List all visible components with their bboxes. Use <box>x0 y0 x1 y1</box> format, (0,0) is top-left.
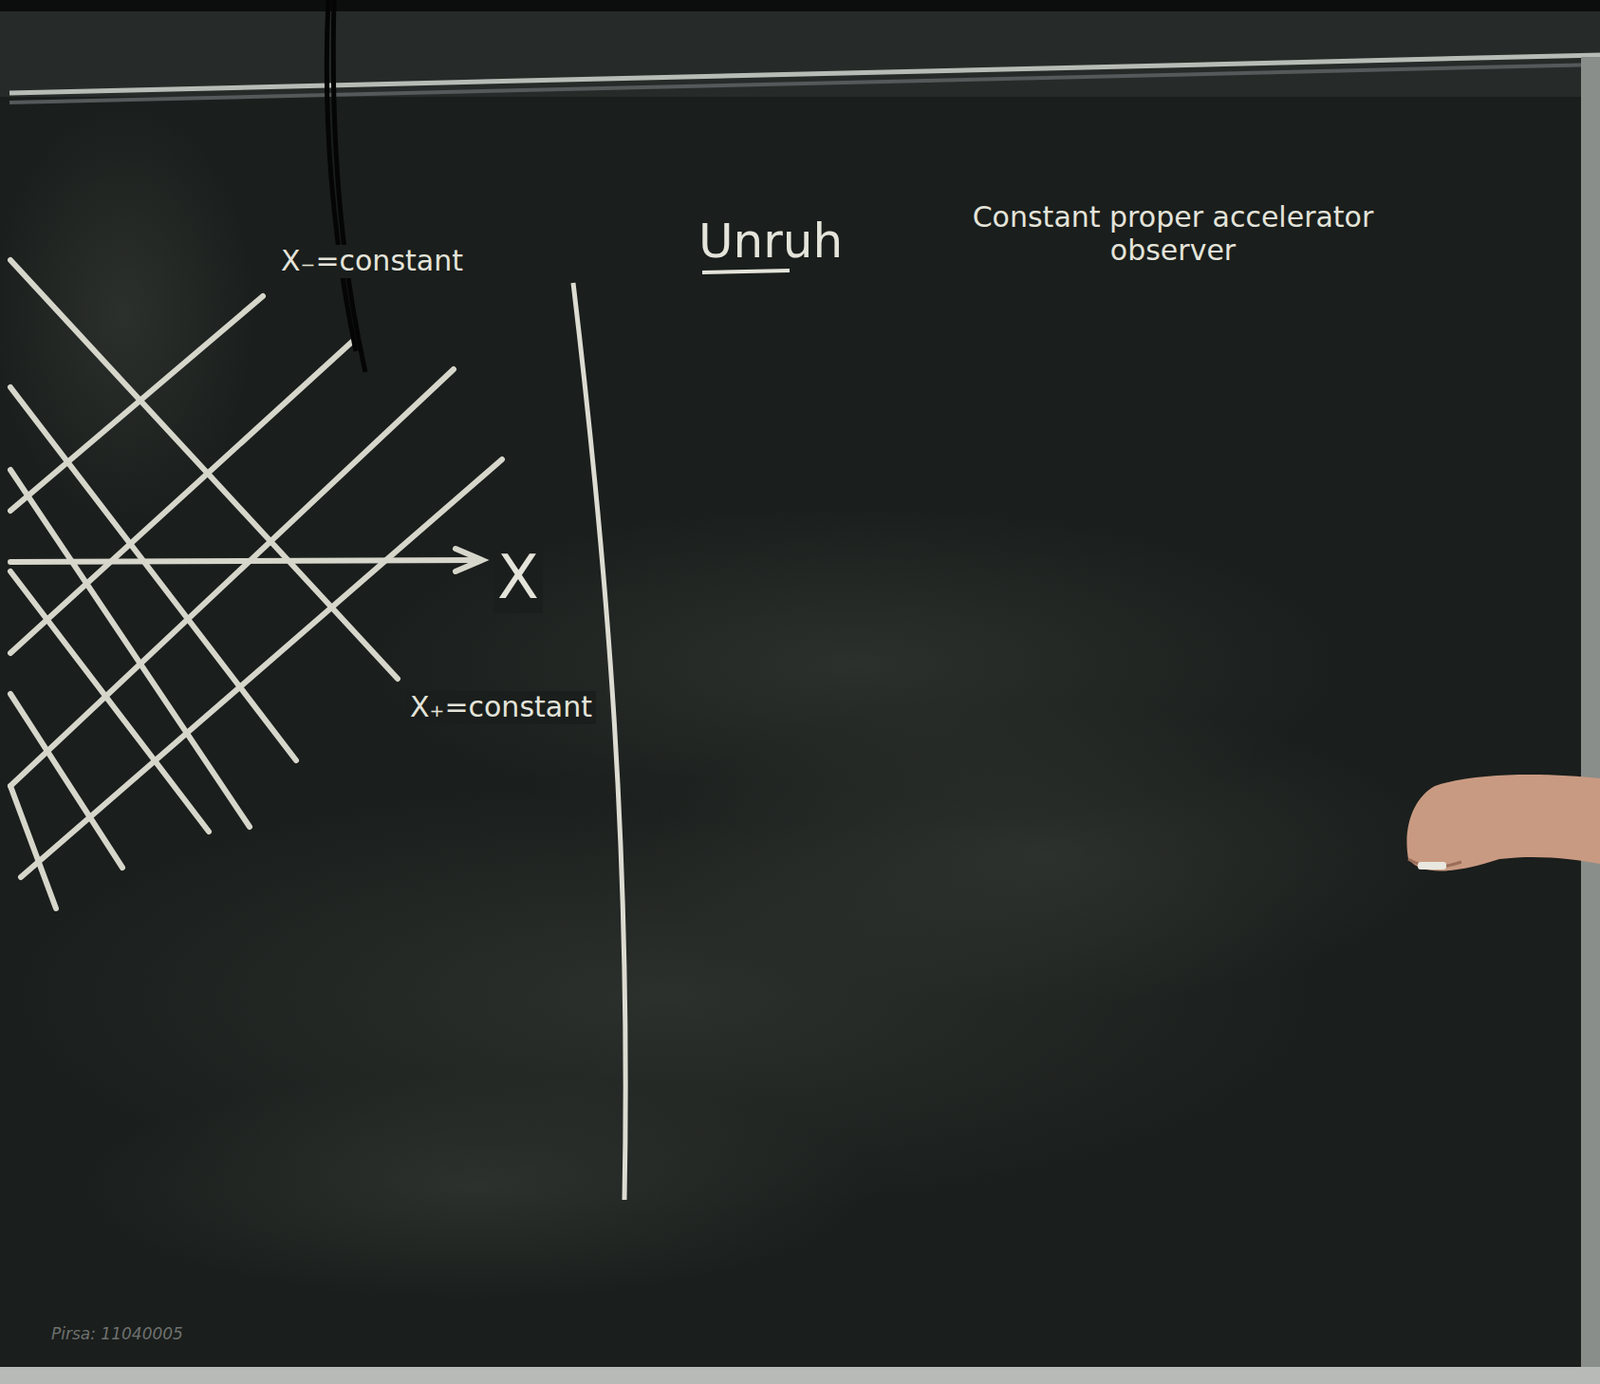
board-frame <box>1581 56 1600 1384</box>
axis-label: X₊=constant <box>406 690 596 725</box>
heading: Unruh <box>698 214 843 270</box>
board-ledge <box>0 1366 1600 1384</box>
rail-shadow <box>9 64 1600 103</box>
light-cone-grid <box>10 260 503 909</box>
eraser-smudges <box>0 104 1443 1301</box>
chalk-rail <box>9 55 1600 94</box>
x-axis-arrow <box>10 548 483 572</box>
lecturer-hand <box>1406 774 1600 872</box>
divider-line <box>573 282 626 1200</box>
top-edge <box>0 0 1600 12</box>
note: Constant proper accelerator observer <box>945 201 1401 267</box>
axis-label: X₋=constant <box>277 244 467 279</box>
watermark: Pirsa: 11040005 <box>51 1324 184 1344</box>
axis-label: X <box>493 542 543 614</box>
unruh-underline <box>702 270 790 273</box>
microphone-cable <box>326 0 366 373</box>
